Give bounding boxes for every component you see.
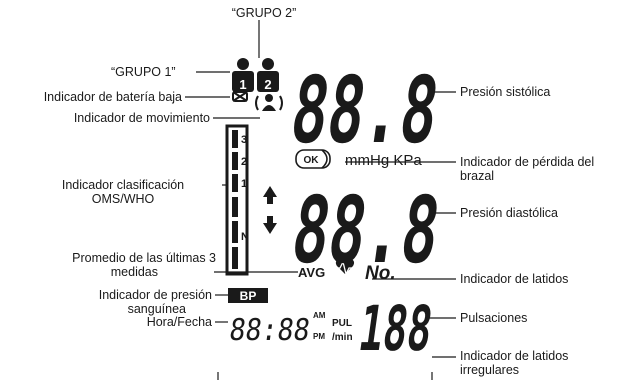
label-promedio-line-1: Promedio de las últimas 3 (72, 251, 216, 265)
label-grupo-1: “GRUPO 1” (111, 65, 176, 79)
pul-indicator: PUL (332, 318, 352, 329)
group-2-icon (257, 58, 279, 92)
label-promedio: Promedio de las últimas 3 medidas (0, 251, 216, 279)
label-clasificacion-line-2: OMS/WHO (91, 192, 155, 206)
label-brazal-line-1: Indicador de pérdida del (460, 155, 595, 169)
who-level-1: 1 (241, 178, 247, 190)
group-1-icon (232, 58, 254, 92)
who-classification-bar (225, 124, 249, 276)
who-level-2: 2 (241, 156, 247, 168)
label-clasificacion: Indicador clasificación OMS/WHO (28, 178, 218, 206)
am-indicator: AM (313, 311, 326, 320)
who-level-segments (232, 130, 238, 269)
label-presion-diastolica: Presión diastólica (460, 206, 558, 220)
systolic-display: 88.8 (285, 56, 445, 163)
bp-badge (228, 288, 268, 303)
pm-indicator: PM (313, 332, 325, 341)
units-text: mmHg KPa (345, 152, 422, 169)
label-grupo-2: “GRUPO 2” (231, 6, 297, 20)
per-min-indicator: /min (332, 332, 353, 343)
label-latidos-irregulares: Indicador de latidos irregulares (460, 349, 568, 377)
heart-icon (333, 259, 357, 276)
low-battery-icon (232, 91, 248, 102)
diastolic-display: 88.8 (286, 176, 446, 283)
label-irregulares-line-1: Indicador de latidos (460, 349, 569, 363)
label-presion-sanguinea: Indicador de presión sanguínea (0, 288, 212, 316)
down-arrow-icon (263, 216, 277, 234)
who-level-n: N (241, 231, 249, 243)
time-display: 88:88 (227, 313, 312, 348)
cuff-ok-text: OK (304, 155, 320, 166)
label-presion-sistolica: Presión sistólica (460, 85, 551, 99)
label-irregulares-line-2: irregulares (460, 363, 520, 377)
label-brazal-line-2: brazal (460, 169, 495, 183)
label-presion-line-2: sanguínea (127, 302, 186, 316)
label-latidos: Indicador de latidos (460, 272, 569, 286)
memory-no-indicator: No. (365, 263, 396, 284)
group-2-number: 2 (264, 77, 271, 92)
pulse-display: 188 (355, 292, 437, 365)
label-pulsaciones: Pulsaciones (460, 311, 528, 325)
avg-indicator: AVG (298, 265, 325, 280)
who-level-3: 3 (241, 134, 247, 146)
cuff-loss-icon (295, 149, 331, 169)
label-perdida-brazal: Indicador de pérdida del brazal (460, 155, 594, 183)
label-hora-fecha: Hora/Fecha (146, 315, 212, 329)
label-bateria-baja: Indicador de batería baja (43, 90, 182, 104)
up-arrow-icon (263, 186, 277, 204)
label-clasificacion-line-1: Indicador clasificación (61, 178, 185, 192)
group-1-number: 1 (239, 77, 246, 92)
label-promedio-line-2: medidas (110, 265, 158, 279)
label-movimiento: Indicador de movimiento (73, 111, 210, 125)
bp-badge-text: BP (240, 289, 257, 303)
movement-icon (255, 94, 283, 111)
label-presion-line-1: Indicador de presión (98, 288, 212, 302)
